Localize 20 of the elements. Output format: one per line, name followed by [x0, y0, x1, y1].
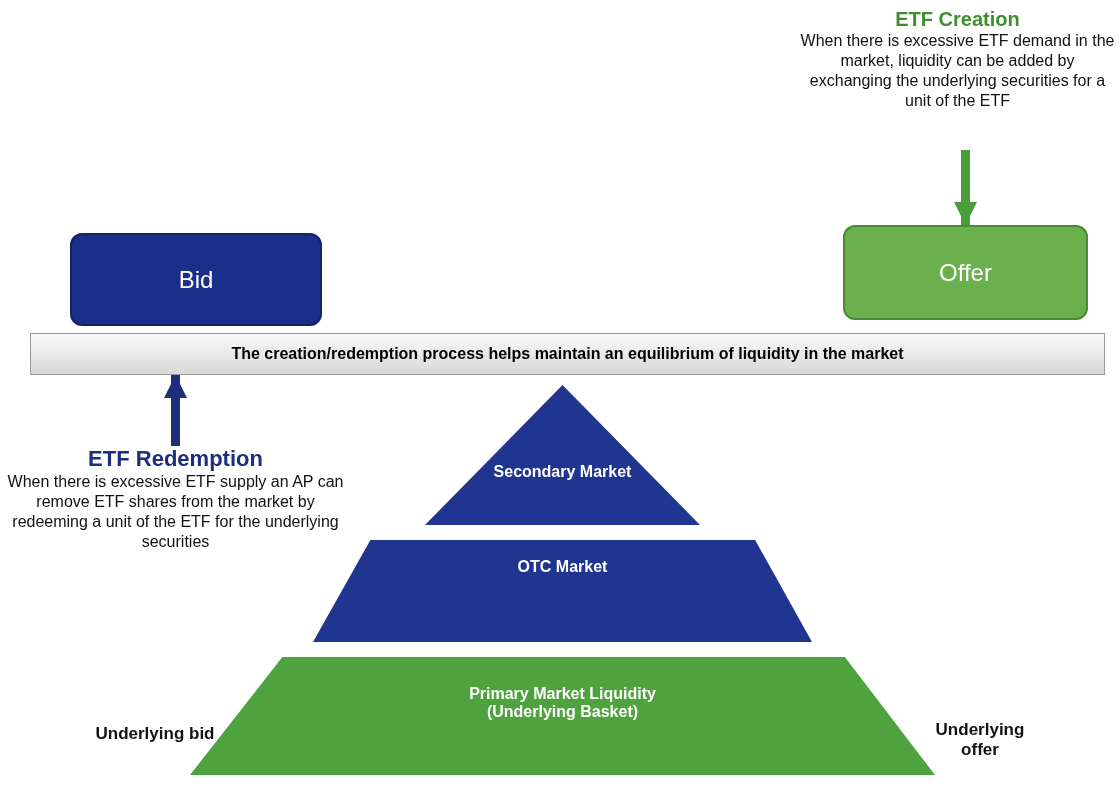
price-box: [843, 225, 1088, 320]
heading: ETF Creation: [895, 8, 1020, 31]
node-label: Bid: [178, 265, 214, 294]
node-label: Primary Market Liquidity (Underlying Basket): [468, 685, 657, 721]
heading: ETF Redemption: [88, 446, 263, 472]
price-box: [70, 233, 322, 326]
arrow: [163, 375, 188, 446]
node-label: Offer: [939, 258, 992, 287]
arrow: [953, 150, 978, 225]
side-label: Underlying bid: [95, 724, 215, 744]
seesaw-bar: [30, 333, 1105, 375]
description: When there is excessive ETF demand in the market, liquidity can be added by exchanging the underlying securities for a unit of the ETF: [800, 31, 1115, 111]
node-label: Secondary Market: [493, 463, 632, 481]
description: When there is excessive ETF supply an AP can remove ETF shares from the market by redeeming a unit of the ETF for the underlying securities: [6, 472, 345, 552]
pyramid-tier: [425, 385, 700, 525]
node-label: OTC Market: [517, 558, 608, 576]
pyramid-tier: [313, 540, 812, 642]
node-label: The creation/redemption process helps maintain an equilibrium of liquidity in the market: [231, 345, 904, 363]
pyramid-tier: [190, 657, 935, 775]
side-label: Underlying offer: [934, 720, 1026, 760]
